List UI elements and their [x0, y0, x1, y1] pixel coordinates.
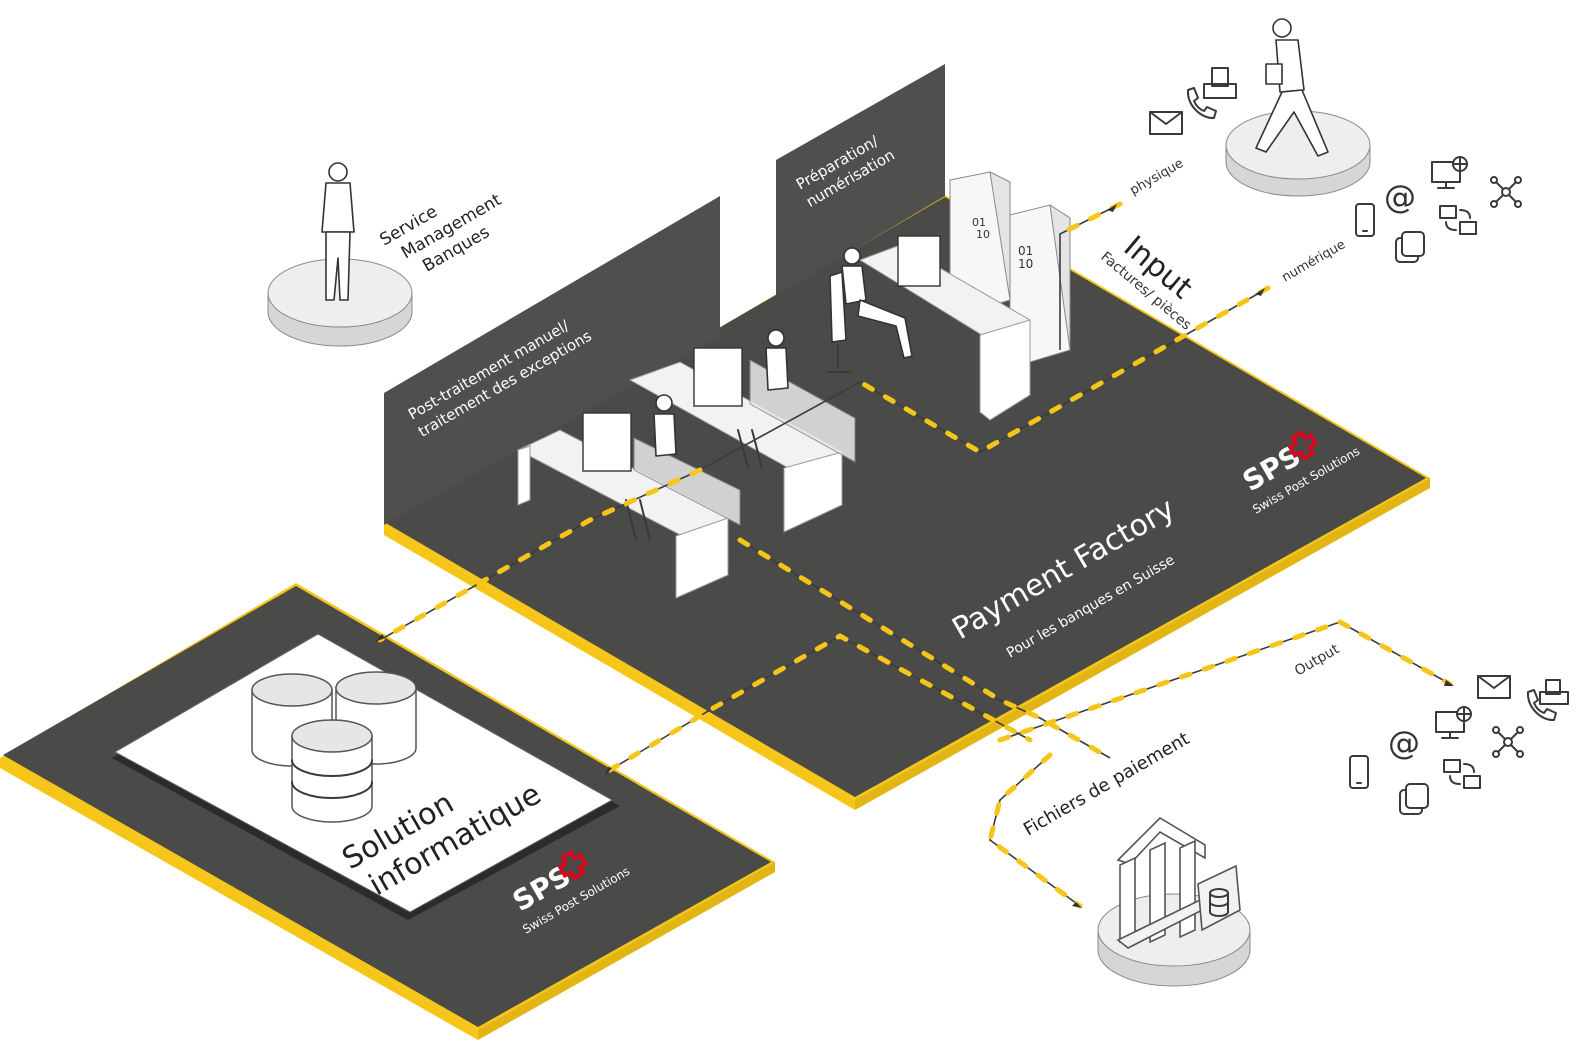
- swiss-cross-icon: [1287, 430, 1319, 461]
- output-sync-monitors-icon: [1443, 759, 1481, 789]
- copy-icon: [1395, 231, 1425, 263]
- customer-platform: [1225, 110, 1371, 197]
- phone-icon: [1186, 87, 1217, 120]
- flow-routes: [375, 201, 1454, 909]
- bank-icon: [1116, 816, 1212, 949]
- server-code-1: 01: [972, 216, 986, 229]
- output-mobile-icon: [1349, 755, 1369, 789]
- post-processing-workers: [625, 329, 789, 541]
- output-envelope-icon: [1477, 675, 1511, 699]
- email-at-icon: @: [1384, 178, 1416, 216]
- output-email-at-icon: @: [1388, 724, 1420, 762]
- server-code-4: 10: [1018, 257, 1033, 271]
- post-processing-desk-1: [516, 412, 741, 599]
- database-icon: [1197, 864, 1241, 932]
- service-manager-figure: [321, 162, 355, 301]
- output-copy-icon: [1399, 783, 1429, 815]
- output-network-icon: [1492, 726, 1524, 758]
- input-physical-label: physique: [1128, 156, 1187, 199]
- envelope-icon: [1149, 111, 1183, 135]
- preparation-wall: Préparation/ numérisation: [776, 64, 945, 296]
- input-digital-label: numérique: [1280, 237, 1349, 285]
- output-label: Output: [1292, 641, 1343, 679]
- svg-text:Service Management Ban: Service Management Banques: [377, 168, 521, 288]
- server-code-3: 01: [1018, 244, 1033, 258]
- network-icon: [1490, 176, 1522, 208]
- monitor-globe-icon: [1431, 156, 1468, 189]
- preparation-worker: [827, 247, 913, 373]
- output-phone-printer-icon: [1526, 679, 1569, 722]
- printer-icon: [1203, 67, 1237, 99]
- preparation-desk: [858, 235, 1032, 421]
- database-stack: [251, 671, 417, 823]
- sync-monitors-icon: [1439, 205, 1477, 235]
- swiss-cross-icon: [557, 850, 589, 881]
- output-monitor-globe-icon: [1435, 706, 1472, 739]
- walking-customer-figure: [1255, 18, 1329, 157]
- server-code-2: 10: [976, 228, 990, 241]
- mobile-icon: [1355, 203, 1375, 237]
